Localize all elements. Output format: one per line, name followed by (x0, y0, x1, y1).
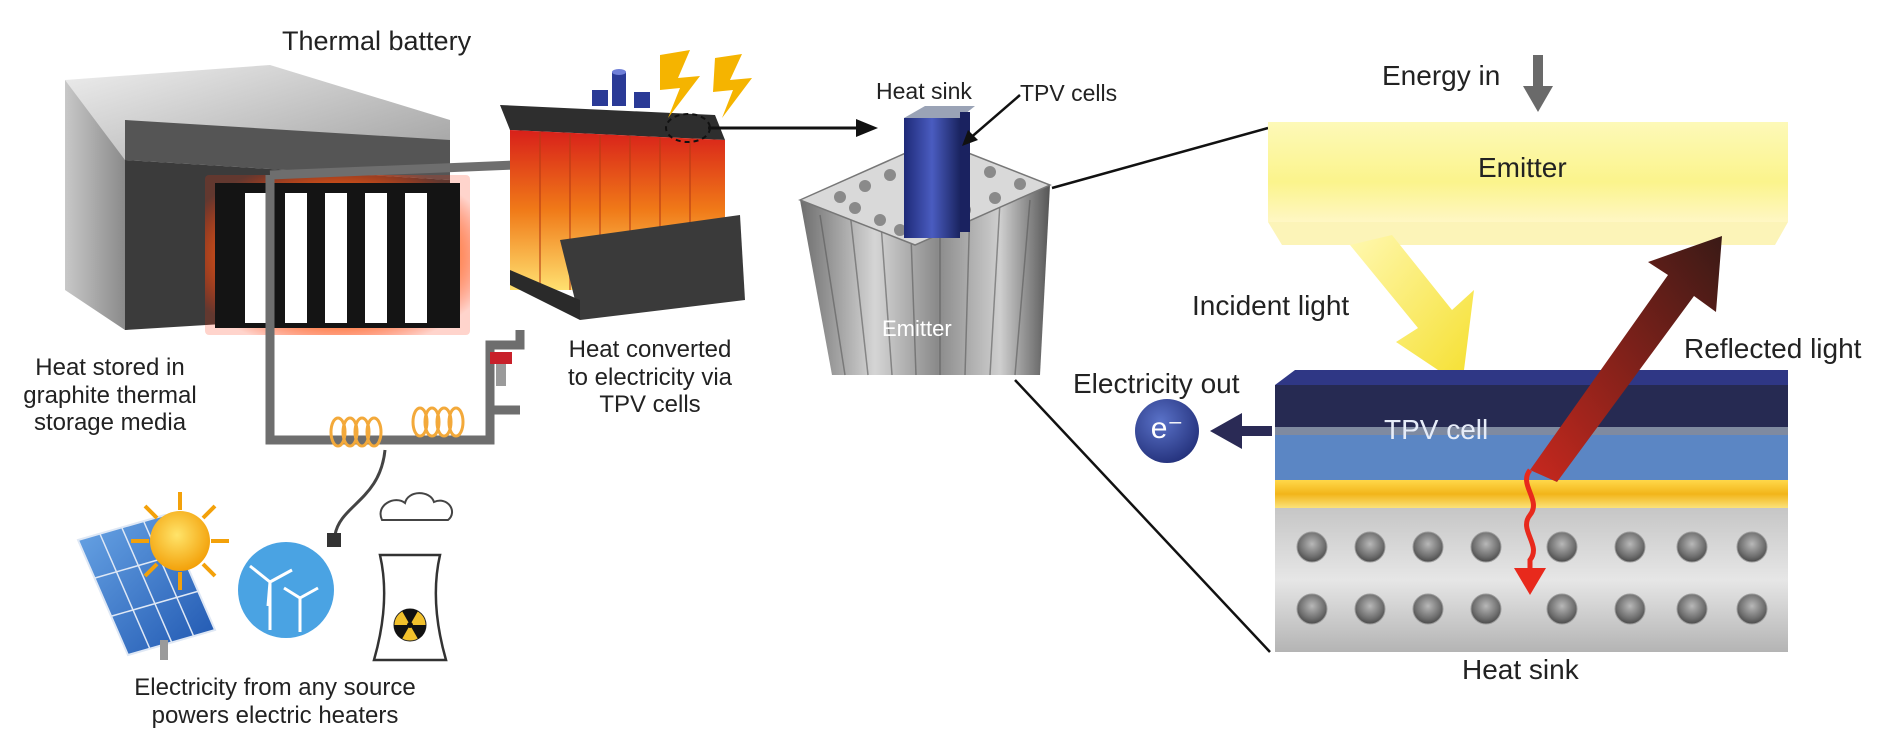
heat-converted-line-3: TPV cells (599, 391, 701, 419)
incident-light-arrow (1350, 235, 1474, 386)
tpv-cell-stack (1275, 370, 1788, 508)
heat-stored-line-2: graphite thermal (23, 381, 197, 409)
reflected-light-arrow (1530, 236, 1722, 482)
electron-symbol: e⁻ (1150, 412, 1184, 445)
heat-converted-caption: Heat converted to electricity via TPV ce… (540, 336, 760, 419)
zoom-line-bottom (1014, 379, 1271, 653)
heat-sink-block (1275, 508, 1788, 652)
heat-sink-label-top: Heat sink (876, 78, 972, 104)
tpv-pointer-arrowhead-icon (962, 130, 978, 146)
tpv-cells-label: TPV cells (1020, 80, 1118, 106)
thermal-battery-title: Thermal battery (282, 26, 472, 56)
zoom-arrowhead-icon (856, 119, 878, 137)
tpv-cell-label: TPV cell (1384, 414, 1489, 445)
electron-icon (1135, 399, 1199, 463)
zoom-line-top (1051, 126, 1269, 190)
heat-stored-line-3: storage media (33, 409, 187, 437)
incident-light-label: Incident light (1192, 290, 1350, 321)
emitter-column-illustration (798, 106, 1052, 376)
energy-in-arrow-icon (1523, 55, 1553, 112)
heat-sink-label-bottom: Heat sink (1462, 654, 1579, 685)
energy-in-label: Energy in (1382, 60, 1501, 91)
solar-panel-icon (76, 513, 217, 660)
heat-converted-line-1: Heat converted (568, 336, 732, 363)
lightning-bolt-icon (660, 50, 752, 118)
sun-icon (131, 492, 229, 590)
tpv-converter-illustration (500, 69, 745, 320)
heat-stored-line-1: Heat stored in (35, 354, 185, 381)
electricity-source-caption: Electricity from any source powers elect… (100, 674, 450, 729)
heat-converted-line-2: to electricity via (567, 363, 733, 391)
electricity-out-label: Electricity out (1073, 368, 1240, 399)
emitter-block-label: Emitter (1478, 152, 1567, 183)
nuclear-plant-icon (372, 492, 453, 662)
electricity-out-indicator (1135, 399, 1272, 463)
tpv-pointer-line (967, 94, 1021, 141)
emitter-column-label: Emitter (882, 316, 952, 341)
wind-turbine-icon (238, 542, 334, 638)
thermal-battery-illustration (65, 65, 525, 547)
electricity-source-line-1: Electricity from any source (134, 674, 416, 701)
heat-stored-caption: Heat stored in graphite thermal storage … (20, 354, 200, 437)
heat-flow-arrow-icon (1514, 468, 1546, 595)
electricity-source-line-2: powers electric heaters (151, 701, 399, 729)
emitter-block (1268, 122, 1788, 245)
reflected-light-label: Reflected light (1684, 333, 1862, 364)
